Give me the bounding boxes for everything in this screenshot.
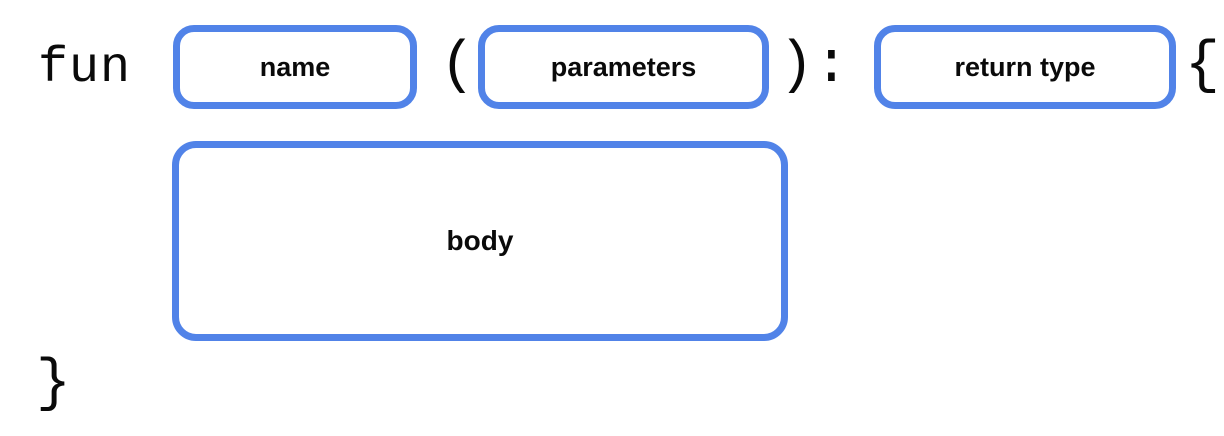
colon-symbol: : [814,34,849,99]
brace-open-symbol: { [1185,34,1220,99]
slot-body[interactable]: body [172,141,788,341]
slot-parameters-label: parameters [550,51,697,82]
paren-open-symbol: ( [440,34,475,99]
slot-name-label: name [259,51,331,82]
slot-body-label: body [446,225,514,256]
keyword-fun: fun [38,40,132,97]
slot-parameters[interactable]: parameters [478,25,769,109]
slot-return-type[interactable]: return type [874,25,1176,109]
brace-close-symbol: } [36,352,71,417]
slot-return-type-label: return type [954,51,1096,82]
slot-name[interactable]: name [173,25,417,109]
paren-close-symbol: ) [779,34,814,99]
